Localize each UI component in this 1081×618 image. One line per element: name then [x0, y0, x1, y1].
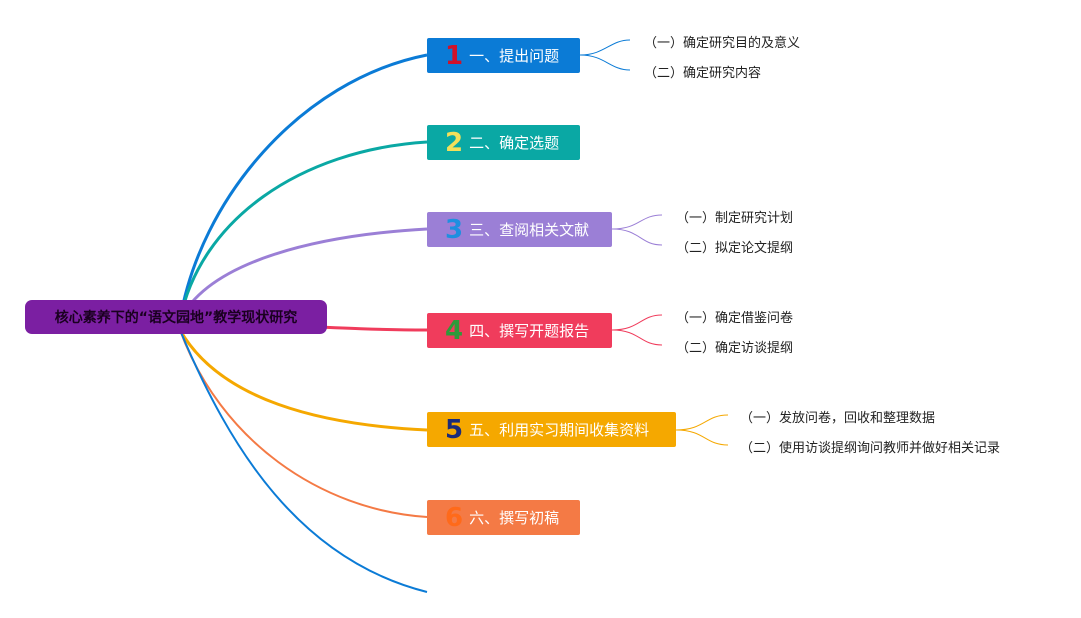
branch-label: 二、确定选题: [469, 134, 560, 152]
branch-4[interactable]: 4 四、撰写开题报告: [427, 313, 612, 348]
branch-3[interactable]: 3 三、查阅相关文献: [427, 212, 612, 247]
subtopic[interactable]: （二）确定研究内容: [644, 66, 762, 81]
number-2-icon: 2: [445, 127, 464, 158]
branch-label: 四、撰写开题报告: [469, 322, 590, 340]
subtopic[interactable]: （一）确定借鉴问卷: [676, 311, 794, 326]
branch-2[interactable]: 2 二、确定选题: [427, 125, 580, 160]
subtopic[interactable]: （二）拟定论文提纲: [676, 241, 794, 256]
subtopic[interactable]: （一）确定研究目的及意义: [644, 36, 801, 51]
branch-label: 三、查阅相关文献: [469, 221, 590, 239]
root-topic[interactable]: 核心素养下的“语文园地”教学现状研究: [25, 300, 327, 334]
subtopic[interactable]: （一）发放问卷，回收和整理数据: [740, 411, 936, 426]
number-4-icon: 4: [445, 315, 464, 346]
number-1-icon: 1: [445, 40, 464, 71]
number-6-icon: 6: [445, 502, 464, 533]
branch-label: 五、利用实习期间收集资料: [469, 421, 650, 439]
branch-6[interactable]: 6 六、撰写初稿: [427, 500, 580, 535]
root-label: 核心素养下的“语文园地”教学现状研究: [54, 310, 298, 326]
subtopic[interactable]: （二）使用访谈提纲询问教师并做好相关记录: [740, 441, 1001, 456]
subtopic[interactable]: （二）确定访谈提纲: [676, 341, 794, 356]
branch-label: 一、提出问题: [469, 47, 560, 65]
branch-5[interactable]: 5 五、利用实习期间收集资料: [427, 412, 676, 447]
number-3-icon: 3: [445, 214, 464, 245]
branch-label: 六、撰写初稿: [469, 509, 560, 527]
number-5-icon: 5: [445, 414, 464, 445]
subtopic[interactable]: （一）制定研究计划: [676, 211, 794, 226]
branch-1[interactable]: 1 一、提出问题: [427, 38, 580, 73]
